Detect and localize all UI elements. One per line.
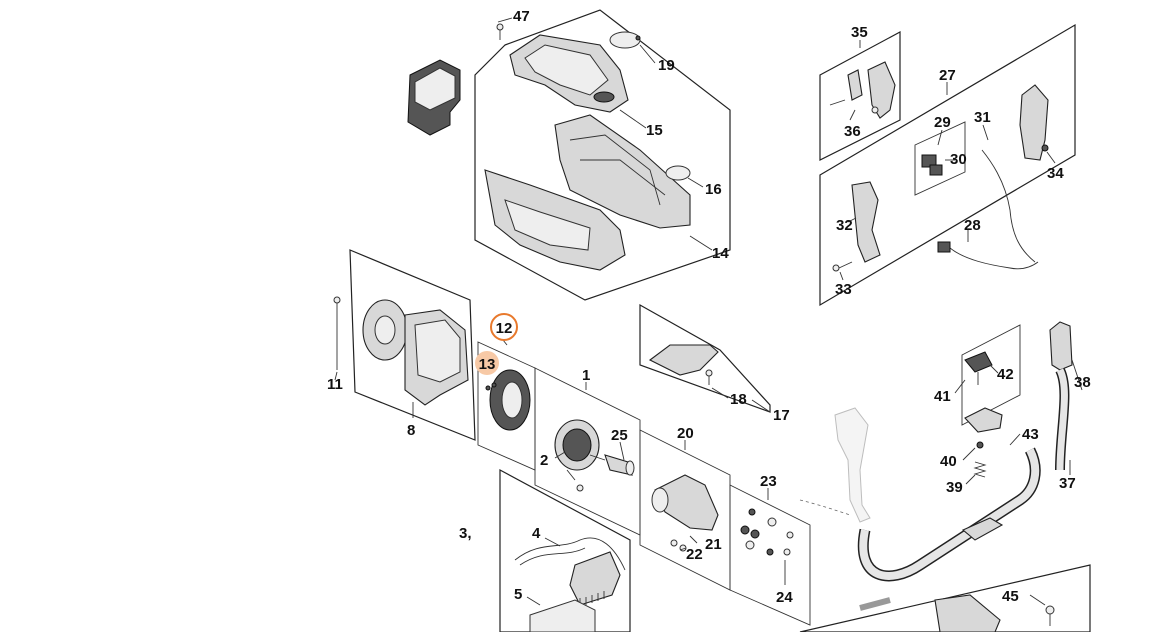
screw-47 <box>496 23 504 40</box>
lower-right-parts <box>859 594 1001 632</box>
fan-13 <box>485 369 531 431</box>
battery-pack <box>407 59 461 136</box>
cable-28 <box>937 149 1039 270</box>
brush-2 <box>566 469 584 492</box>
callout-24[interactable]: 24 <box>776 589 793 606</box>
clamp <box>961 517 1004 541</box>
callout-30[interactable]: 30 <box>950 151 967 168</box>
bracket-5 <box>529 599 596 632</box>
handle-grip-32 <box>851 181 881 263</box>
callout-45[interactable]: 45 <box>1002 588 1019 605</box>
callout-28[interactable]: 28 <box>964 217 981 234</box>
motor-cover-8 <box>362 299 469 406</box>
callout-33[interactable]: 33 <box>835 281 852 298</box>
switch-29-30 <box>921 154 943 176</box>
cap-19 <box>609 31 641 49</box>
switch-sub-box <box>914 121 966 196</box>
callout-35[interactable]: 35 <box>851 24 868 41</box>
callout-36[interactable]: 36 <box>844 123 861 140</box>
callout-13[interactable]: 13 <box>479 356 496 373</box>
spring-39 <box>973 461 987 478</box>
fasteners-23 <box>740 508 794 556</box>
loop-handle-43 <box>857 447 1041 582</box>
callout-13-highlight[interactable]: 13 <box>475 351 499 375</box>
ghost-handle <box>799 407 871 523</box>
callout-23[interactable]: 23 <box>760 473 777 490</box>
screw-33 <box>832 261 853 272</box>
screw-22 <box>670 539 687 552</box>
callout-12[interactable]: 12 <box>496 320 513 337</box>
fasteners-group-box <box>729 484 811 626</box>
top-housing-15 <box>509 34 629 113</box>
callout-labels: 47 19 15 16 14 11 8 1 2 25 20 21 22 23 2… <box>327 8 1091 606</box>
screw-11 <box>333 296 341 370</box>
gear-housing-20 <box>651 474 719 531</box>
spring-40 <box>976 441 984 449</box>
handle-group-box <box>819 23 1076 307</box>
callout-38[interactable]: 38 <box>1074 374 1091 391</box>
main-housing-14 <box>484 114 691 271</box>
callout-32[interactable]: 32 <box>836 217 853 234</box>
bracket-41-42 <box>964 351 1003 433</box>
housing-group-box <box>474 9 731 301</box>
callout-39[interactable]: 39 <box>946 479 963 496</box>
callout-47[interactable]: 47 <box>513 8 530 25</box>
callout-20[interactable]: 20 <box>677 425 694 442</box>
callout-42[interactable]: 42 <box>997 366 1014 383</box>
gasket-16 <box>665 165 691 181</box>
screw-18 <box>705 369 713 385</box>
shaft-25 <box>604 454 635 476</box>
electronics-module <box>569 551 621 606</box>
leader-lines <box>334 17 1083 606</box>
callout-34[interactable]: 34 <box>1047 165 1064 182</box>
callout-21[interactable]: 21 <box>705 536 722 553</box>
callout-2[interactable]: 2 <box>540 452 548 469</box>
callout-11[interactable]: 11 <box>327 376 343 393</box>
motor-1 <box>554 419 606 471</box>
callout-37[interactable]: 37 <box>1059 475 1076 492</box>
callout-25[interactable]: 25 <box>611 427 628 444</box>
callout-14[interactable]: 14 <box>712 245 729 262</box>
callout-8[interactable]: 8 <box>407 422 415 439</box>
screw-45 <box>1045 605 1055 626</box>
wiring-4 <box>514 537 626 571</box>
callout-19[interactable]: 19 <box>658 57 675 74</box>
electronics-group-box <box>499 468 631 632</box>
switch-kit-parts <box>829 61 896 119</box>
callout-15[interactable]: 15 <box>646 122 663 139</box>
callout-40[interactable]: 40 <box>940 453 957 470</box>
callout-12-highlight[interactable]: 12 <box>490 313 518 341</box>
callout-1[interactable]: 1 <box>582 367 590 384</box>
callout-17[interactable]: 17 <box>773 407 790 424</box>
callout-4[interactable]: 4 <box>532 525 541 542</box>
grip-38 <box>1049 321 1073 471</box>
callout-31[interactable]: 31 <box>974 109 991 126</box>
cover-plate-group-box <box>639 303 771 413</box>
cover-plate-17 <box>648 344 719 376</box>
callout-16[interactable]: 16 <box>705 181 722 198</box>
callout-5[interactable]: 5 <box>514 586 522 603</box>
motor-cover-group-box <box>349 249 476 441</box>
handle-half-34 <box>1019 84 1049 161</box>
callout-29[interactable]: 29 <box>934 114 951 131</box>
callout-41[interactable]: 41 <box>934 388 951 405</box>
aux-handle-bracket-box <box>961 324 1021 426</box>
callout-3[interactable]: 3, <box>459 525 472 542</box>
callout-43[interactable]: 43 <box>1022 426 1039 443</box>
callout-22[interactable]: 22 <box>686 546 703 563</box>
callout-18[interactable]: 18 <box>730 391 747 408</box>
switch-kit-group-box <box>819 30 901 161</box>
callout-27[interactable]: 27 <box>939 67 956 84</box>
